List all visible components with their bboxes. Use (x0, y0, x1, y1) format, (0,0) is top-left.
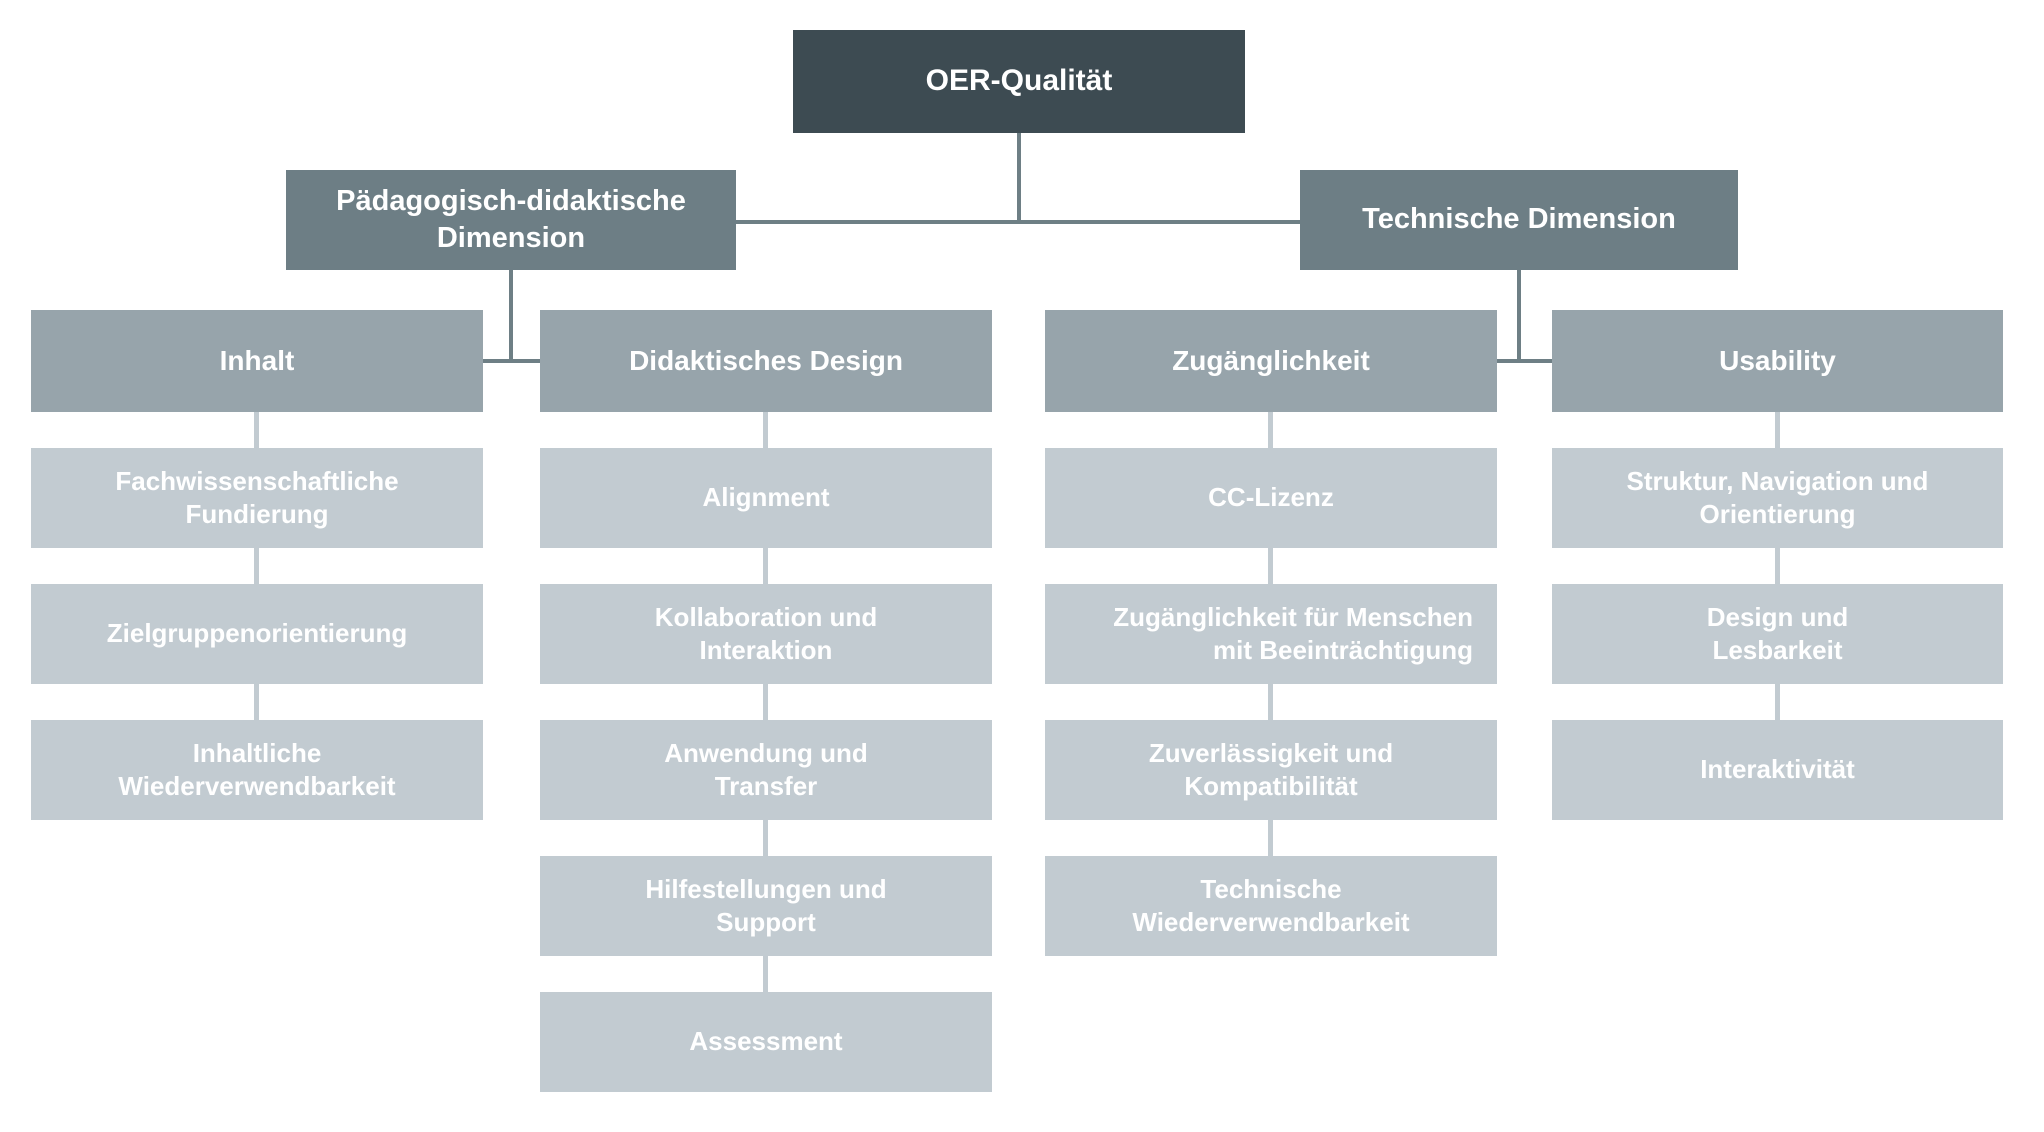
item-box-hilfestellungen-und-support: Hilfestellungen und Support (540, 856, 992, 956)
item-box-assessment: Assessment (540, 992, 992, 1092)
column-header-zugaenglichkeit: Zugänglichkeit (1045, 310, 1497, 412)
connector-col4-seg2 (1775, 548, 1780, 584)
connector-col2-seg5 (763, 956, 768, 992)
connector-col2-seg1 (763, 412, 768, 448)
connector-dim2-drop (1517, 270, 1521, 363)
column-header-usability: Usability (1552, 310, 2003, 412)
connector-col1-seg3 (254, 684, 259, 720)
connector-dim1-horizontal (483, 359, 540, 363)
item-box-kollaboration-und-interaktion: Kollaboration und Interaktion (540, 584, 992, 684)
connector-dim1-drop (509, 270, 513, 363)
item-box-fachwissenschaftliche-fundierung: Fachwissenschaftliche Fundierung (31, 448, 483, 548)
connector-col2-seg3 (763, 684, 768, 720)
connector-col4-seg1 (1775, 412, 1780, 448)
connector-col3-seg3 (1268, 684, 1273, 720)
connector-col4-seg3 (1775, 684, 1780, 720)
connector-col1-seg2 (254, 548, 259, 584)
item-box-struktur-navigation-orientierung: Struktur, Navigation und Orientierung (1552, 448, 2003, 548)
dimension-box-technisch: Technische Dimension (1300, 170, 1738, 270)
dimension-box-paedagogisch-didaktisch: Pädagogisch-didaktische Dimension (286, 170, 736, 270)
connector-dim2-horizontal (1497, 359, 1552, 363)
item-box-inhaltliche-wiederverwendbarkeit: Inhaltliche Wiederverwendbarkeit (31, 720, 483, 820)
root-box-oer-qualitaet: OER-Qualität (793, 30, 1245, 133)
item-box-alignment: Alignment (540, 448, 992, 548)
connector-col1-seg1 (254, 412, 259, 448)
connector-col2-seg4 (763, 820, 768, 856)
connector-root-drop (1017, 133, 1021, 224)
item-box-zugaenglichkeit-fuer-menschen: Zugänglichkeit für Menschen mit Beeinträ… (1045, 584, 1497, 684)
item-box-cc-lizenz: CC-Lizenz (1045, 448, 1497, 548)
item-box-zuverlaessigkeit-und-kompatibilitaet: Zuverlässigkeit und Kompatibilität (1045, 720, 1497, 820)
item-box-anwendung-und-transfer: Anwendung und Transfer (540, 720, 992, 820)
connector-col3-seg4 (1268, 820, 1273, 856)
column-header-inhalt: Inhalt (31, 310, 483, 412)
connector-col3-seg1 (1268, 412, 1273, 448)
column-header-didaktisches-design: Didaktisches Design (540, 310, 992, 412)
item-box-interaktivitaet: Interaktivität (1552, 720, 2003, 820)
connector-dimensions-horizontal (736, 220, 1300, 224)
item-box-design-und-lesbarkeit: Design und Lesbarkeit (1552, 584, 2003, 684)
connector-col2-seg2 (763, 548, 768, 584)
connector-col3-seg2 (1268, 548, 1273, 584)
item-box-zielgruppenorientierung: Zielgruppenorientierung (31, 584, 483, 684)
item-box-technische-wiederverwendbarkeit: Technische Wiederverwendbarkeit (1045, 856, 1497, 956)
